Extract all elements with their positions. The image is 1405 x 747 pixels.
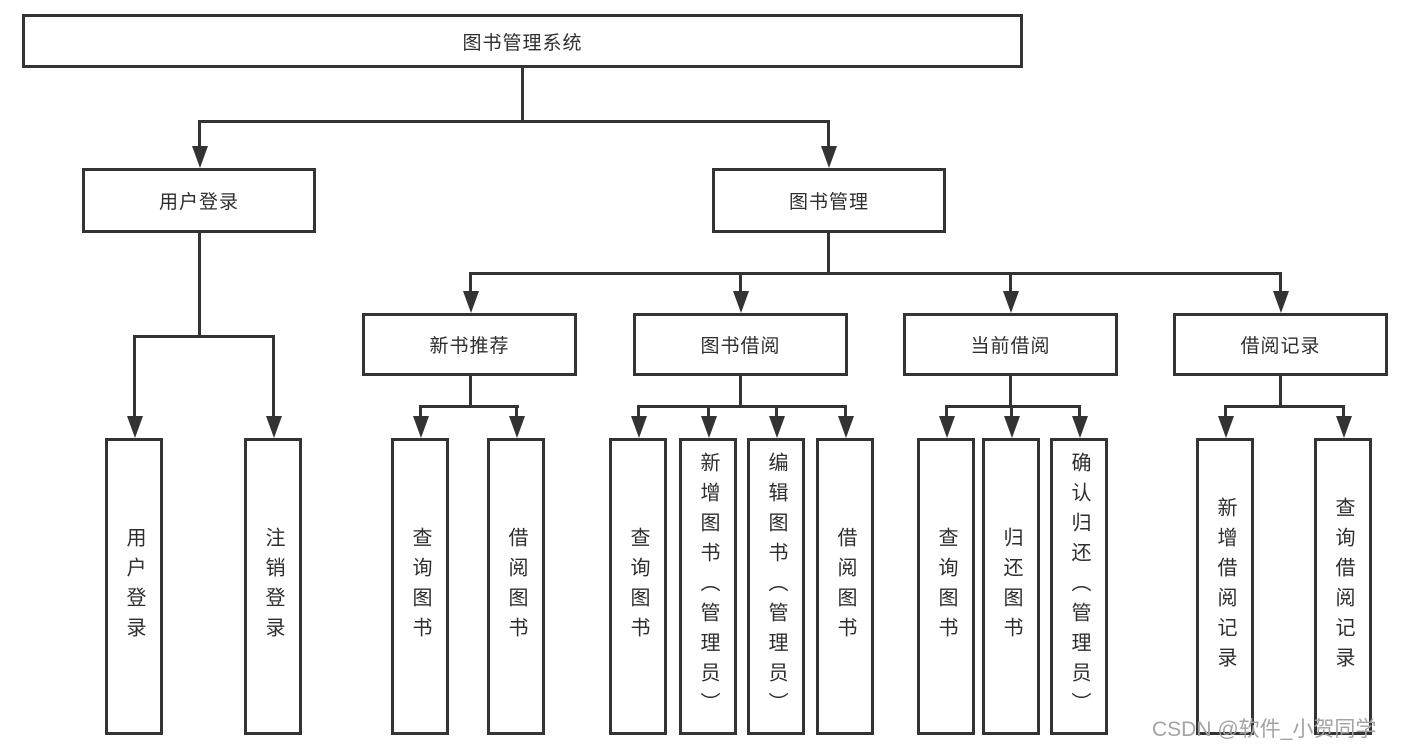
leaf-confirm-return-admin: 确认归还（管理员） (1050, 438, 1108, 735)
connector-recommend-bar (419, 405, 519, 408)
connector-book-management-bar (469, 272, 1282, 275)
node-new-book-recommendation-label: 新书推荐 (429, 336, 510, 357)
arrow-down-icon (739, 272, 742, 291)
arrow-down-icon (419, 405, 422, 416)
node-current-borrowing-label: 当前借阅 (970, 336, 1051, 357)
node-borrowing-records-label: 借阅记录 (1240, 336, 1321, 357)
arrow-down-icon (1279, 272, 1282, 291)
leaf-return-books: 归还图书 (982, 438, 1040, 735)
arrow-down-icon (844, 405, 847, 416)
leaf-add-books-admin-label: 新增图书（管理员） (697, 451, 719, 722)
leaf-user-login-label: 用户登录 (123, 526, 145, 647)
leaf-query-books-borrowing: 查询图书 (609, 438, 667, 735)
leaf-return-books-label: 归还图书 (1000, 526, 1022, 647)
leaf-logout: 注销登录 (244, 438, 302, 735)
connector-recommend-stem (469, 376, 472, 405)
leaf-query-borrow-record: 查询借阅记录 (1314, 438, 1372, 735)
arrow-down-icon (945, 405, 948, 416)
leaf-borrow-books-recommend: 借阅图书 (487, 438, 545, 735)
node-library-system-label: 图书管理系统 (462, 32, 583, 54)
arrow-down-icon (1342, 405, 1345, 416)
arrow-down-icon (198, 120, 201, 146)
connector-borrowing-stem (739, 376, 742, 405)
leaf-add-borrow-record-label: 新增借阅记录 (1214, 496, 1236, 677)
connector-current-bar (945, 405, 1081, 408)
arrow-down-icon (1010, 405, 1013, 416)
node-book-borrowing-label: 图书借阅 (700, 336, 781, 357)
leaf-query-books-current: 查询图书 (917, 438, 975, 735)
leaf-query-books-borrowing-label: 查询图书 (627, 526, 649, 647)
arrow-down-icon (707, 405, 710, 416)
leaf-borrow-books-borrowing: 借阅图书 (816, 438, 874, 735)
leaf-query-books-recommend: 查询图书 (391, 438, 449, 735)
leaf-logout-label: 注销登录 (262, 526, 284, 647)
csdn-watermark: CSDN @软件_小贺同学 (1152, 718, 1377, 741)
leaf-query-borrow-record-label: 查询借阅记录 (1332, 496, 1354, 677)
node-user-login-label: 用户登录 (158, 192, 239, 213)
leaf-query-books-recommend-label: 查询图书 (409, 526, 431, 647)
arrow-down-icon (469, 272, 472, 291)
connector-records-stem (1279, 376, 1282, 405)
arrow-down-icon (1078, 405, 1081, 416)
connector-borrowing-bar (637, 405, 847, 408)
node-book-management-label: 图书管理 (788, 192, 869, 213)
arrow-down-icon (1009, 272, 1012, 291)
leaf-edit-books-admin-label: 编辑图书（管理员） (765, 451, 787, 722)
arrow-down-icon (637, 405, 640, 416)
connector-root-stem (521, 68, 524, 120)
leaf-borrow-books-recommend-label: 借阅图书 (505, 526, 527, 647)
arrow-down-icon (515, 405, 518, 416)
node-book-borrowing: 图书借阅 (633, 313, 848, 376)
arrow-down-icon (1224, 405, 1227, 416)
connector-book-management-stem (827, 233, 830, 272)
arrow-down-icon (133, 335, 136, 416)
arrow-down-icon (272, 335, 275, 416)
leaf-query-books-current-label: 查询图书 (935, 526, 957, 647)
leaf-user-login: 用户登录 (105, 438, 163, 735)
arrow-down-icon (827, 120, 830, 146)
node-library-system: 图书管理系统 (22, 14, 1023, 68)
node-current-borrowing: 当前借阅 (903, 313, 1118, 376)
connector-user-login-bar (133, 335, 275, 338)
connector-current-stem (1009, 376, 1012, 405)
leaf-borrow-books-borrowing-label: 借阅图书 (834, 526, 856, 647)
connector-root-bar (198, 120, 830, 123)
leaf-confirm-return-admin-label: 确认归还（管理员） (1068, 451, 1090, 722)
node-borrowing-records: 借阅记录 (1173, 313, 1388, 376)
leaf-add-borrow-record: 新增借阅记录 (1196, 438, 1254, 735)
connector-user-login-stem (198, 233, 201, 335)
node-user-login: 用户登录 (82, 168, 316, 233)
node-book-management: 图书管理 (712, 168, 946, 233)
arrow-down-icon (775, 405, 778, 416)
node-new-book-recommendation: 新书推荐 (362, 313, 577, 376)
leaf-add-books-admin: 新增图书（管理员） (679, 438, 737, 735)
connector-records-bar (1224, 405, 1345, 408)
leaf-edit-books-admin: 编辑图书（管理员） (747, 438, 805, 735)
